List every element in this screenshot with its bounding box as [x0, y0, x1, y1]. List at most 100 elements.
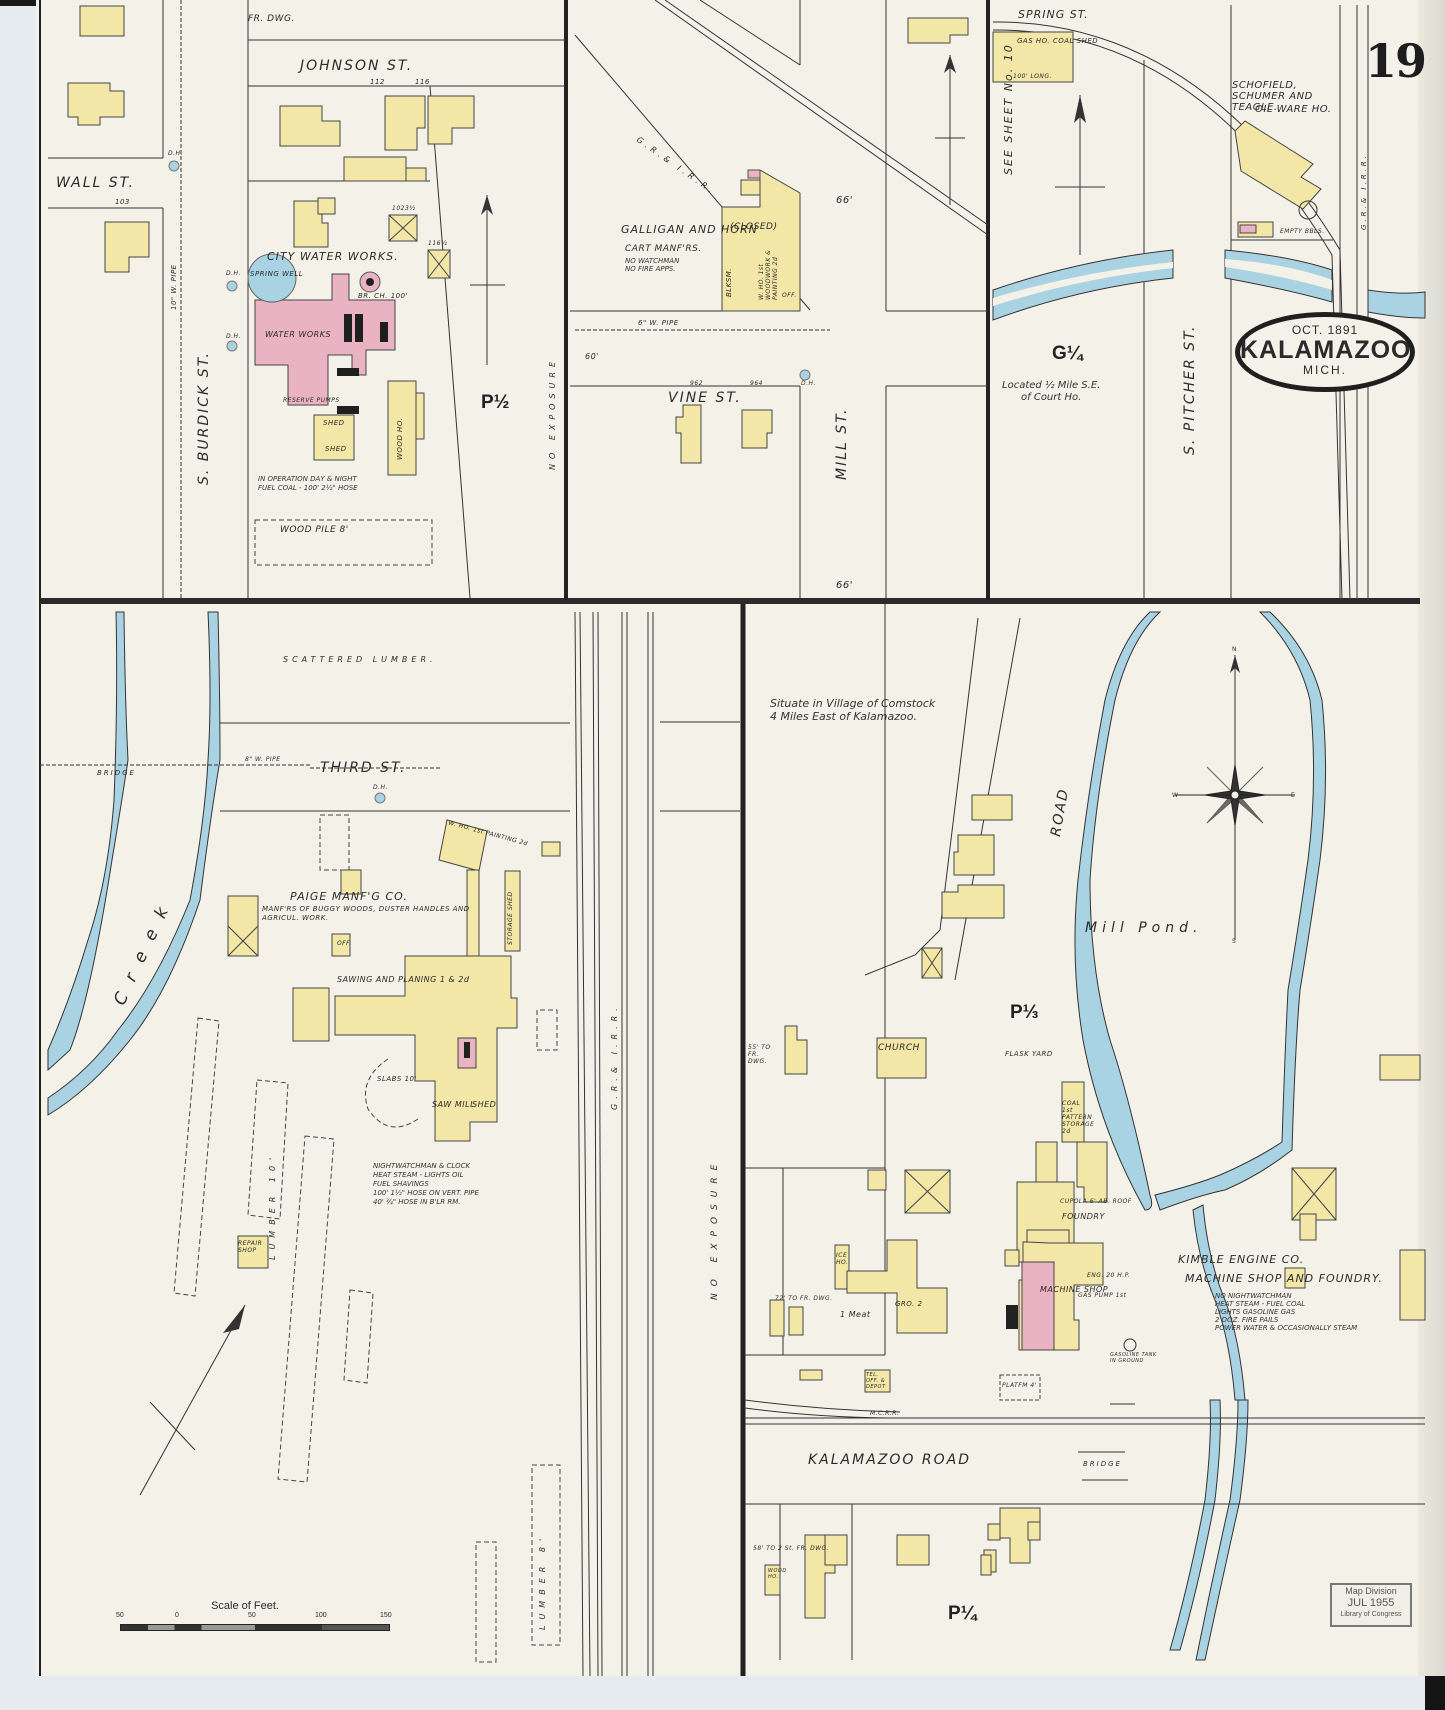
stamp-line-3: Library of Congress — [1340, 1611, 1402, 1618]
spring-well-label: SPRING WELL — [250, 270, 304, 278]
scan-edge — [0, 0, 36, 6]
office-label: OFF. — [782, 292, 797, 299]
scale-title: Scale of Feet. — [211, 1600, 279, 1612]
paige-notes: NIGHTWATCHMAN & CLOCK HEAT STEAM - LIGHT… — [373, 1162, 479, 1206]
water-pipe-label: 10" W. PIPE — [170, 264, 178, 310]
wood-pile-label: WOOD PILE 8' — [280, 525, 349, 535]
paige-office-label: OFF. — [337, 940, 352, 947]
compass-s: S — [1232, 938, 1237, 945]
wood-ho-label: WOOD HO. — [396, 417, 404, 460]
scattered-lumber-label: SCATTERED LUMBER. — [283, 655, 437, 664]
cupola-label: CUPOLA 6' AB. ROOF — [1060, 1198, 1132, 1205]
distance-58-label: 58' TO 2 St. FR. DWG. — [753, 1545, 830, 1552]
width-66-2: 66' — [836, 580, 853, 591]
saw-mill-label: SAW MILL — [432, 1100, 476, 1109]
city-name: KALAMAZOO — [1240, 336, 1412, 364]
dh-label-2: D.H. — [226, 270, 241, 277]
wood-house-label: WOOD HO. — [768, 1568, 787, 1580]
gasoline-tank-label: GASOLINE TANK IN GROUND — [1110, 1352, 1157, 1364]
rating-p-third: P⅓ — [1010, 1002, 1039, 1023]
slabs-label: SLABS 10' — [377, 1075, 417, 1083]
schofield-label: SCHOFIELD, SCHUMER AND TEAGLE. — [1232, 80, 1313, 113]
church-label: CHURCH — [878, 1043, 920, 1053]
city-water-works-label: CITY WATER WORKS. — [267, 250, 399, 263]
no-exposure-label-1: NO EXPOSURE — [548, 356, 557, 470]
water-pipe-6in-label: 6" W. PIPE — [638, 319, 679, 327]
water-works-building-label: WATER WORKS — [265, 330, 332, 339]
street-wall: WALL ST. — [56, 175, 135, 191]
stamp-line-2: JUL 1955 — [1347, 1597, 1395, 1609]
compass-n: N — [1232, 646, 1237, 653]
paige-shed-label: SHED — [472, 1100, 497, 1109]
tel-depot-label: TEL. OFF. & DEPOT — [866, 1372, 886, 1390]
address-1023: 1023½ — [392, 205, 416, 212]
cart-manfrs-label: CART MANF'RS. — [625, 244, 702, 254]
scale-tick: 100 — [315, 1612, 327, 1619]
platform-label: PLATFM 4' — [1002, 1382, 1037, 1389]
situate-line-2: 4 Miles East of Kalamazoo. — [770, 710, 917, 723]
scale-tick: 50 — [248, 1612, 256, 1619]
scale-graphic — [120, 1624, 390, 1631]
dh-label-3: D.H. — [226, 333, 241, 340]
machine-shop-label: MACHINE SHOP — [1040, 1285, 1109, 1294]
water-works-notes: IN OPERATION DAY & NIGHT FUEL COAL - 100… — [258, 475, 358, 492]
street-mill: MILL ST. — [834, 407, 850, 481]
street-johnson: JOHNSON ST. — [300, 58, 414, 74]
repair-shop-label: REPAIR SHOP — [238, 1240, 263, 1254]
railroad-label-3: G.R.& I.R.R. — [610, 1003, 619, 1110]
stamp-line-1: Map Division — [1345, 1586, 1397, 1596]
dh-label-1: D.H. — [168, 150, 183, 157]
address-116-half: 116½ — [428, 240, 448, 247]
sawing-planing-label: SAWING AND PLANING 1 & 2d — [337, 975, 470, 984]
coal-pattern-label: COAL 1st PATTERN STORAGE 2d — [1062, 1100, 1095, 1135]
grocery-label: GRO. 2 — [895, 1300, 923, 1308]
rating-top-right: G¼ — [1052, 343, 1083, 364]
street-s-pitcher: S. PITCHER ST. — [1182, 324, 1198, 455]
shed-label-1: SHED — [323, 419, 345, 427]
scale-tick: 150 — [380, 1612, 392, 1619]
mill-pond-label: Mill Pond. — [1085, 920, 1203, 936]
gas-pump-label: GAS PUMP 1st — [1078, 1292, 1127, 1299]
distance-55-label: 55' TO FR. DWG. — [748, 1044, 771, 1065]
kimble-notes: NO NIGHTWATCHMAN HEAT STEAM - FUEL COAL … — [1215, 1292, 1358, 1332]
width-66-1: 66' — [836, 195, 853, 206]
title-cartouche: OCT. 1891 KALAMAZOO MICH. — [1235, 312, 1415, 392]
woodwork-label: W. HO. 1st WOODWORK & PAINTING 2d — [758, 249, 779, 300]
street-spring: SPRING ST. — [1018, 8, 1089, 21]
lumber-pile-label: LUMBER 10' — [268, 1151, 277, 1260]
bridge-label-1: BRIDGE — [97, 769, 136, 777]
meat-label: 1 Meat — [840, 1310, 871, 1319]
map-date: OCT. 1891 — [1291, 323, 1359, 337]
library-stamp: Map Division JUL 1955 Library of Congres… — [1330, 1583, 1412, 1627]
street-vine: VINE ST. — [668, 390, 742, 406]
scale-tick: 0 — [175, 1612, 179, 1619]
fr-dwg-label: FR. DWG. — [248, 14, 295, 24]
address-103: 103 — [115, 198, 130, 206]
ice-house-label: ICE HO. — [836, 1252, 849, 1266]
dh-label-vine: D.H. — [801, 380, 816, 387]
blacksmith-label: BLKSM. — [725, 267, 733, 297]
scale-bar: Scale of Feet. 50 0 50 100 150 — [116, 1600, 392, 1631]
comstock-note: Situate in Village of Comstock 4 Miles E… — [770, 697, 935, 723]
gas-ho-label: GAS HO. COAL SHED — [1017, 37, 1099, 45]
address-964: 964 — [750, 380, 763, 387]
scale-ticks: 50 0 50 100 150 — [116, 1612, 392, 1624]
flask-yard-label: FLASK YARD — [1005, 1050, 1053, 1058]
railroad-label-2: G.R.& I.R.R. — [1360, 153, 1368, 230]
no-exposure-label-2: NO EXPOSURE — [710, 1157, 720, 1300]
lumber-8-label: LUMBER 8' — [538, 1532, 547, 1630]
engine-label: ENG. 20 H.P. — [1087, 1272, 1131, 1279]
empty-bbls-label: EMPTY BBLS. — [1280, 228, 1325, 235]
compass-w: W — [1172, 792, 1179, 799]
scan-edge-bottom — [1425, 1676, 1445, 1710]
bridge-label-2: BRIDGE — [1083, 1460, 1122, 1468]
address-116: 116 — [415, 78, 430, 86]
dh-label-third: D.H. — [373, 784, 388, 791]
rating-p-quarter: P¼ — [948, 1603, 977, 1624]
kimble-company-label: KIMBLE ENGINE CO. — [1178, 1253, 1305, 1266]
street-third: THIRD ST. — [320, 760, 407, 776]
galligan-horn-label: GALLIGAN AND HORN — [621, 223, 758, 236]
foundry-label: FOUNDRY — [1062, 1212, 1105, 1221]
shed-label-2: SHED — [325, 445, 347, 453]
